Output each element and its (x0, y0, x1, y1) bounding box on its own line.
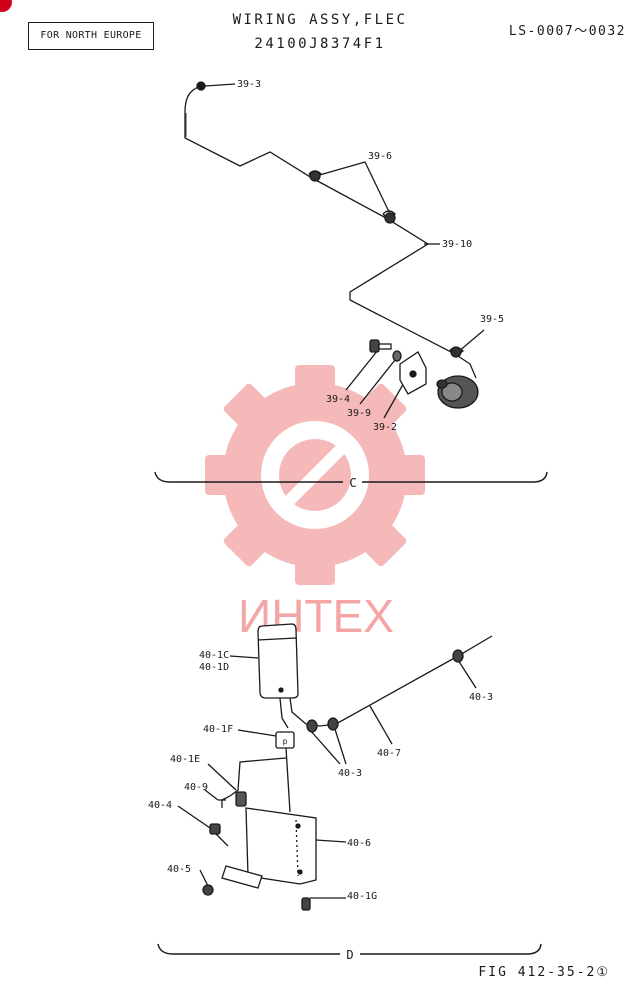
callout-39-5: 39-5 (480, 314, 504, 325)
callout-39-3: 39-3 (237, 79, 261, 90)
callout-40-6: 40-6 (347, 838, 371, 849)
reference-code: LS-0007～0032 (508, 24, 626, 39)
callout-39-10: 39-10 (442, 239, 472, 250)
section-c-parts (196, 81, 479, 409)
callout-39-2: 39-2 (373, 422, 397, 433)
callout-40-5: 40-5 (167, 864, 191, 875)
callout-40-1g: 40-1G (347, 891, 377, 902)
figure-label: FIG 412-35-2① (478, 965, 610, 980)
section-d-harness (177, 623, 493, 899)
diagram-title: WIRING ASSY,FLEC (232, 12, 408, 28)
section-c-bracket (154, 471, 548, 483)
callout-40-9: 40-9 (184, 782, 208, 793)
callout-40-1f: 40-1F (203, 724, 233, 735)
section-d-callouts: 40-1C 40-1D 40-1F 40-1E 40-9 40-4 40-5 4… (148, 650, 493, 902)
callout-40-7: 40-7 (377, 748, 401, 759)
callout-39-9: 39-9 (347, 408, 371, 419)
callout-40-3-bottom: 40-3 (338, 768, 362, 779)
svg-text:p: p (283, 737, 288, 746)
callout-40-1d: 40-1D (199, 662, 229, 673)
corner-mark-icon (0, 0, 12, 12)
callout-39-6: 39-6 (368, 151, 392, 162)
section-d-letter: D (346, 948, 353, 962)
callout-39-4: 39-4 (326, 394, 350, 405)
callout-40-4: 40-4 (148, 800, 172, 811)
part-number: 24100J8374F1 (254, 36, 386, 52)
section-d-parts: p (202, 649, 464, 911)
callout-40-3-top: 40-3 (469, 692, 493, 703)
section-c-letter: C (349, 476, 356, 490)
region-tag: FOR NORTH EUROPE (28, 22, 154, 50)
section-c-callouts: 39-3 39-6 39-10 39-5 39-4 39-9 39-2 (237, 79, 504, 433)
section-d-bracket (157, 943, 542, 955)
callout-40-1c: 40-1C (199, 650, 229, 661)
callout-40-1e: 40-1E (170, 754, 200, 765)
watermark-gear-icon (205, 365, 425, 585)
